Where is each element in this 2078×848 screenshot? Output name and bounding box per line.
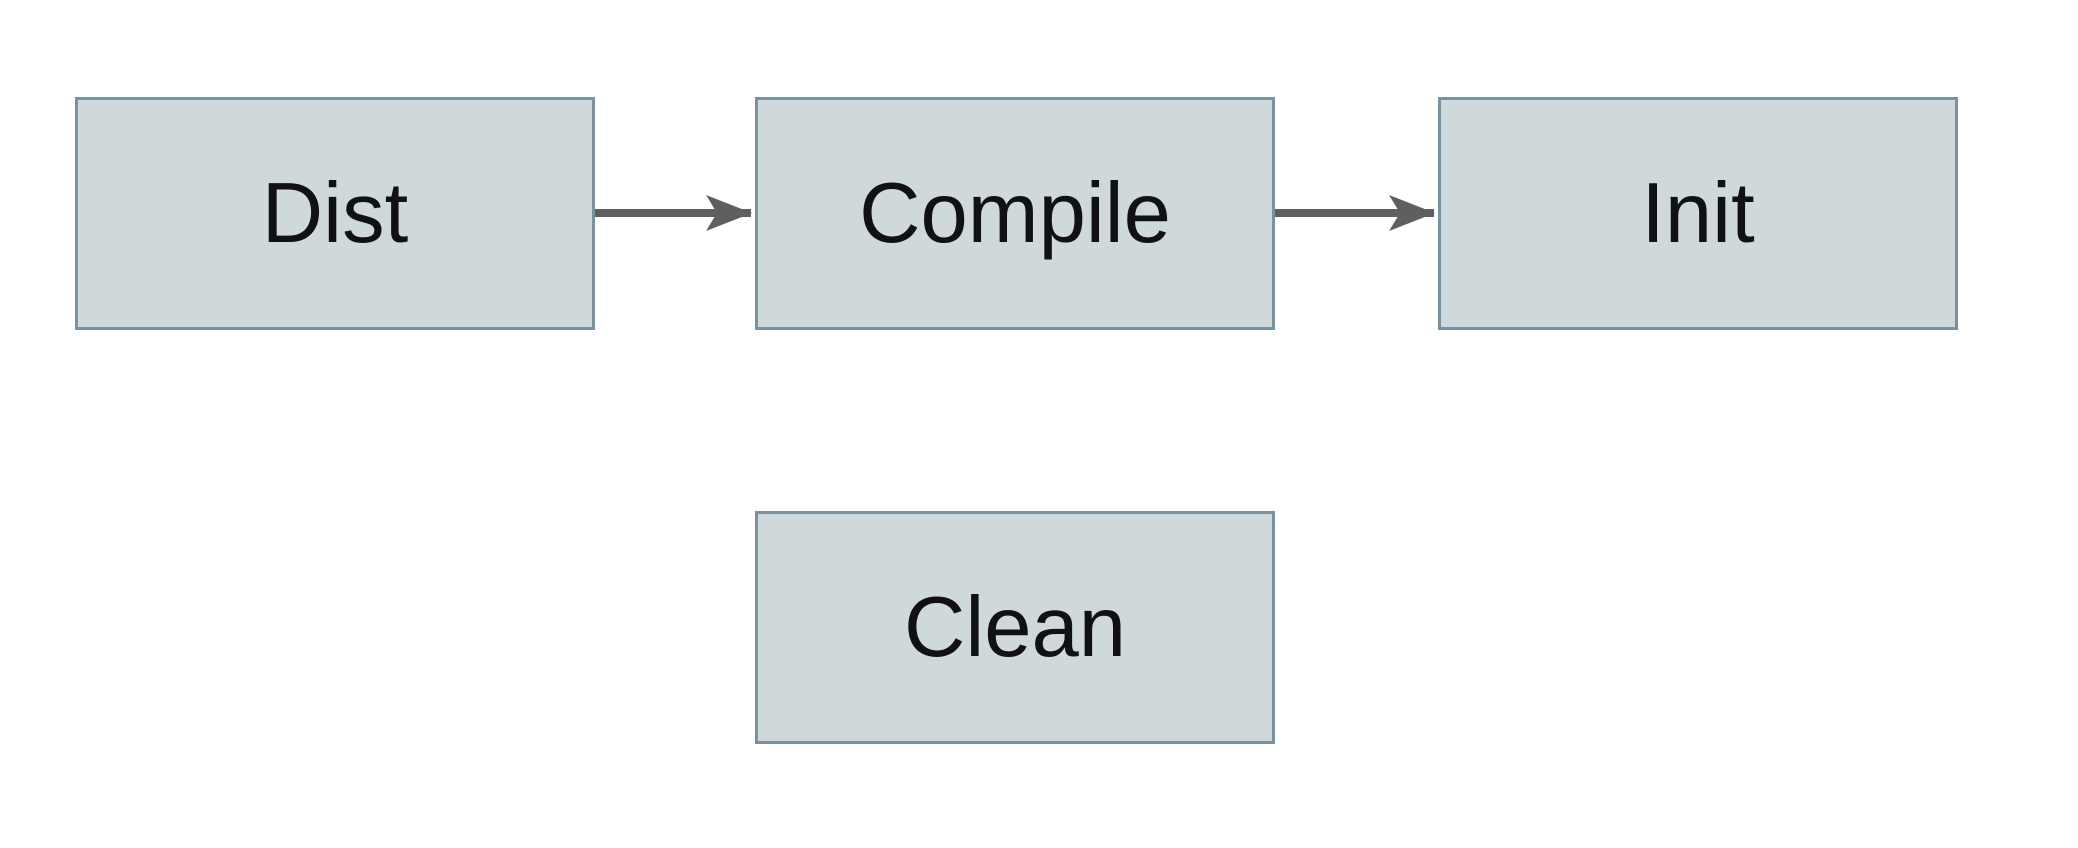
node-dist: Dist [75,97,595,330]
node-init: Init [1438,97,1958,330]
node-clean-label: Clean [903,580,1127,675]
node-compile-label: Compile [859,166,1171,261]
node-init-label: Init [1641,166,1755,261]
node-compile: Compile [755,97,1275,330]
node-dist-label: Dist [261,166,409,261]
node-clean: Clean [755,511,1275,744]
